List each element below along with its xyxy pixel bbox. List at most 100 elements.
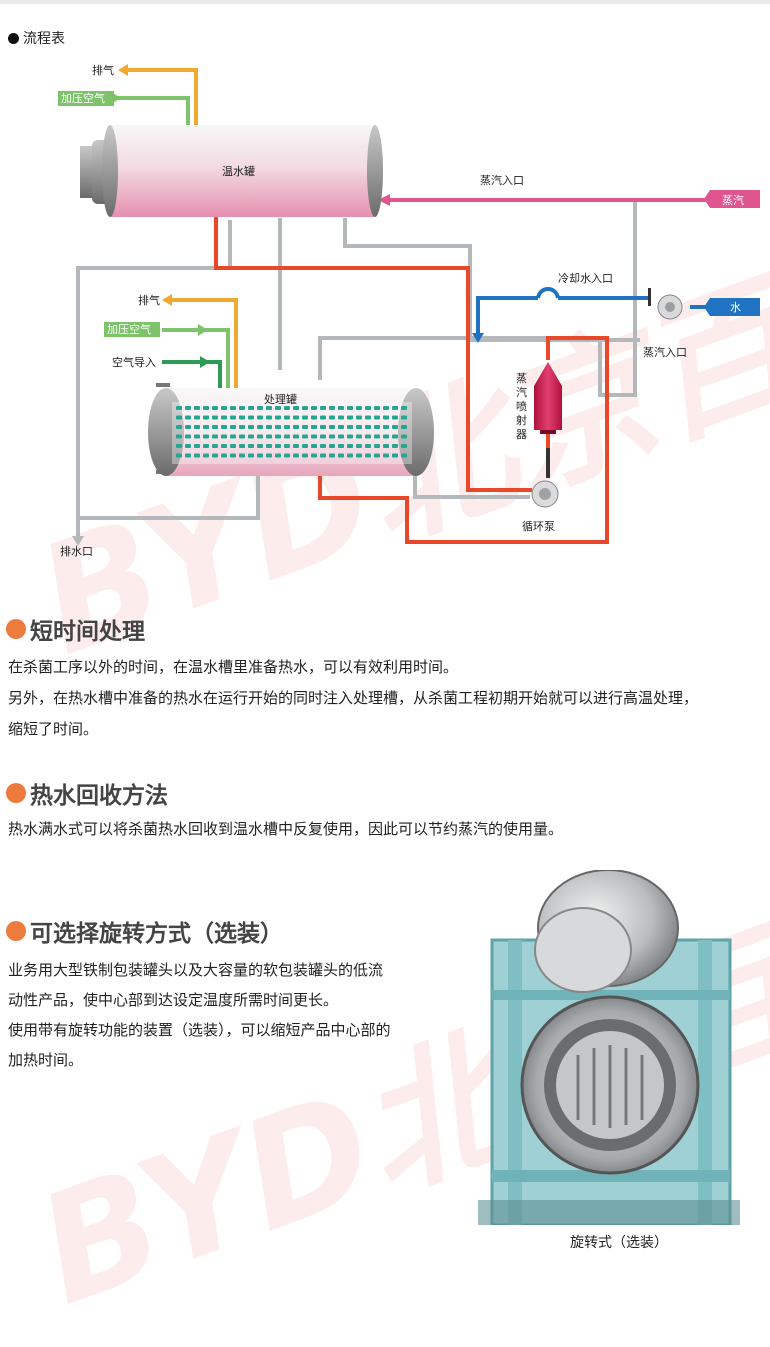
can-icon bbox=[347, 425, 353, 429]
label-steam: 蒸汽 bbox=[722, 193, 744, 207]
can-icon bbox=[293, 434, 299, 439]
can-icon bbox=[338, 444, 344, 448]
can-icon bbox=[221, 434, 227, 439]
paragraph-line: 动性产品，使中心部到达设定温度所需时间更长。 bbox=[8, 991, 339, 1009]
can-icon bbox=[176, 434, 182, 439]
can-icon bbox=[284, 453, 290, 458]
flow-diagram: 排气 加压空气 温水罐 蒸汽入口 蒸汽 冷却水入口 水 蒸汽入口 排气 加压空气… bbox=[58, 63, 760, 558]
label-steam-injector: 蒸汽喷射器 bbox=[516, 372, 527, 441]
can-icon bbox=[311, 444, 317, 448]
can-icon bbox=[176, 453, 182, 458]
can-icon bbox=[293, 453, 299, 458]
label-drain-outlet: 排水口 bbox=[60, 544, 93, 558]
can-icon bbox=[230, 415, 236, 420]
can-icon bbox=[176, 444, 182, 448]
can-icon bbox=[212, 406, 218, 410]
can-icon bbox=[248, 444, 254, 448]
can-icon bbox=[383, 444, 389, 448]
can-icon bbox=[356, 406, 362, 410]
processing-tank bbox=[148, 383, 434, 476]
can-icon bbox=[248, 415, 254, 420]
paragraph-line: 在杀菌工序以外的时间，在温水槽里准备热水，可以有效利用时间。 bbox=[8, 658, 459, 676]
can-icon bbox=[338, 406, 344, 410]
can-icon bbox=[383, 453, 389, 458]
can-icon bbox=[347, 444, 353, 448]
section-heading-hot-water-recovery: 热水回收方法 bbox=[6, 776, 168, 810]
can-icon bbox=[248, 453, 254, 458]
orange-dot-icon bbox=[6, 921, 26, 941]
can-icon bbox=[221, 415, 227, 420]
can-icon bbox=[293, 406, 299, 410]
can-icon bbox=[338, 453, 344, 458]
can-icon bbox=[347, 453, 353, 458]
can-icon bbox=[302, 415, 308, 420]
drain-arrow-icon bbox=[72, 536, 84, 546]
can-icon bbox=[221, 444, 227, 448]
can-icon bbox=[203, 453, 209, 458]
can-icon bbox=[239, 453, 245, 458]
can-icon bbox=[248, 406, 254, 410]
can-icon bbox=[302, 434, 308, 439]
can-icon bbox=[275, 425, 281, 429]
paragraph-line: 加热时间。 bbox=[8, 1051, 84, 1069]
can-icon bbox=[365, 406, 371, 410]
can-icon bbox=[212, 415, 218, 420]
can-icon bbox=[239, 415, 245, 420]
can-icon bbox=[212, 453, 218, 458]
section-body-hot-water-recovery: 热水满水式可以将杀菌热水回收到温水槽中反复使用，因此可以节约蒸汽的使用量。 bbox=[8, 814, 563, 845]
product-trays bbox=[172, 402, 412, 464]
can-icon bbox=[275, 444, 281, 448]
can-icon bbox=[212, 434, 218, 439]
can-icon bbox=[320, 406, 326, 410]
can-icon bbox=[329, 415, 335, 420]
can-icon bbox=[194, 415, 200, 420]
can-icon bbox=[230, 425, 236, 429]
label-exhaust: 排气 bbox=[92, 63, 114, 77]
can-icon bbox=[347, 434, 353, 439]
can-icon bbox=[257, 415, 263, 420]
can-icon bbox=[266, 444, 272, 448]
can-icon bbox=[383, 425, 389, 429]
can-icon bbox=[356, 425, 362, 429]
can-icon bbox=[284, 434, 290, 439]
can-icon bbox=[248, 425, 254, 429]
can-icon bbox=[401, 415, 407, 420]
can-icon bbox=[203, 425, 209, 429]
product-cans bbox=[176, 406, 407, 458]
section-body-short-time: 在杀菌工序以外的时间，在温水槽里准备热水，可以有效利用时间。 另外，在热水槽中准… bbox=[8, 652, 698, 745]
can-icon bbox=[347, 406, 353, 410]
can-icon bbox=[338, 415, 344, 420]
orange-dot-icon bbox=[6, 783, 26, 803]
section-heading-rotation: 可选择旋转方式（选装） bbox=[6, 914, 283, 948]
can-icon bbox=[284, 415, 290, 420]
can-icon bbox=[329, 406, 335, 410]
flow-title-text: 流程表 bbox=[23, 31, 65, 47]
paragraph-line: 另外，在热水槽中准备的热水在运行开始的同时注入处理槽，从杀菌工程初期开始就可以进… bbox=[8, 689, 699, 707]
can-icon bbox=[311, 434, 317, 439]
can-icon bbox=[248, 434, 254, 439]
can-icon bbox=[194, 434, 200, 439]
can-icon bbox=[392, 453, 398, 458]
can-icon bbox=[266, 415, 272, 420]
can-icon bbox=[176, 415, 182, 420]
can-icon bbox=[311, 415, 317, 420]
rotary-retort-photo bbox=[478, 870, 740, 1225]
can-icon bbox=[374, 415, 380, 420]
can-icon bbox=[194, 444, 200, 448]
can-icon bbox=[302, 453, 308, 458]
can-icon bbox=[257, 444, 263, 448]
section-heading-short-time: 短时间处理 bbox=[6, 612, 145, 646]
can-icon bbox=[302, 406, 308, 410]
can-icon bbox=[230, 444, 236, 448]
can-icon bbox=[365, 444, 371, 448]
can-icon bbox=[212, 444, 218, 448]
can-icon bbox=[266, 453, 272, 458]
can-icon bbox=[194, 406, 200, 410]
air-tag-2 bbox=[104, 322, 160, 337]
can-icon bbox=[203, 406, 209, 410]
label-exhaust-2: 排气 bbox=[138, 293, 160, 307]
can-icon bbox=[320, 415, 326, 420]
label-steam-inlet: 蒸汽入口 bbox=[480, 173, 524, 187]
can-icon bbox=[320, 453, 326, 458]
can-icon bbox=[374, 444, 380, 448]
